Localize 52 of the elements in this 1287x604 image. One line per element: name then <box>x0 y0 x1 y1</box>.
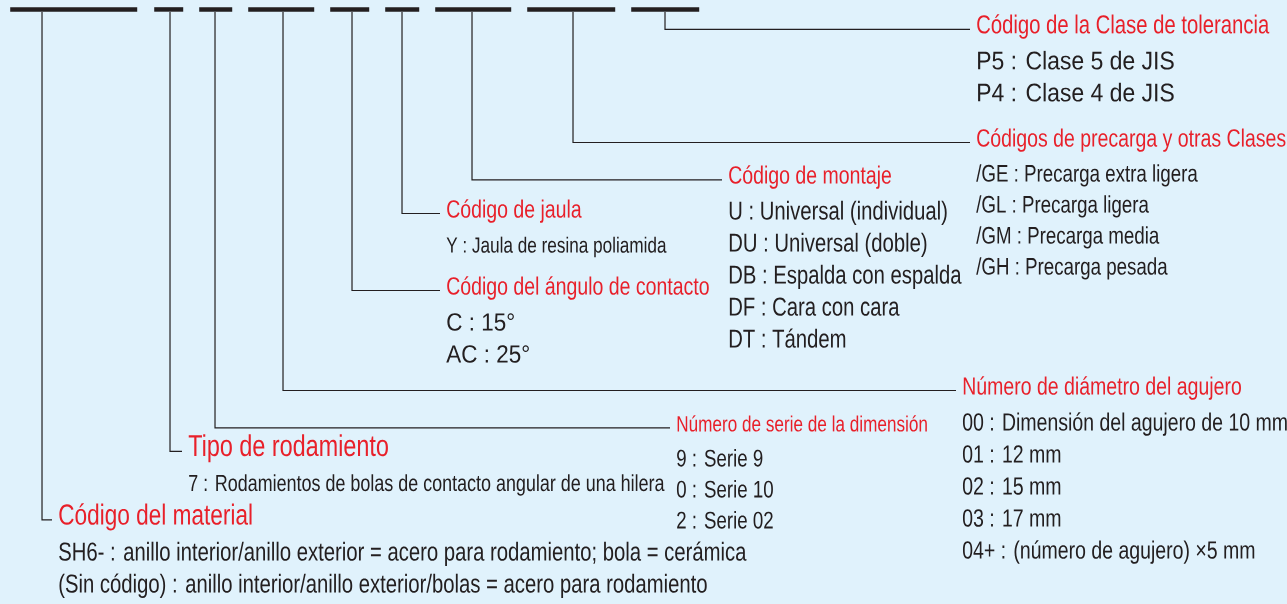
heading: Número de diámetro del agujero <box>963 376 1241 400</box>
leader-line <box>351 11 441 292</box>
code-bar <box>527 7 616 12</box>
code-bar <box>435 7 512 12</box>
code-description: /GL : Precarga ligera <box>976 195 1149 218</box>
leader-line <box>471 11 723 181</box>
code-bar <box>154 7 184 12</box>
code-description: P5 : Clase 5 de JIS <box>978 50 1174 70</box>
code-bar <box>385 7 420 12</box>
code-bar <box>248 7 315 12</box>
code-bar <box>631 7 700 12</box>
leader-line <box>282 11 957 392</box>
heading: Códigos de precarga y otras Clases <box>977 128 1286 152</box>
heading: Código de montaje <box>729 165 891 189</box>
code-description: 00 : Dimensión del agujero de 10 mm <box>963 412 1287 436</box>
leader-line <box>41 11 53 521</box>
heading: Tipo de rodamiento <box>188 434 388 463</box>
code-description: U : Universal (individual) <box>729 200 947 225</box>
code-description: P4 : Clase 4 de JIS <box>978 82 1174 102</box>
code-description: 02 : 15 mm <box>963 477 1061 495</box>
code-description: Y : Jaula de resina poliamida <box>446 236 667 258</box>
code-description: 7 : Rodamientos de bolas de contacto angular de una hilera <box>189 474 665 496</box>
code-description: 9 : Serie 9 <box>677 449 763 467</box>
code-description: AC : 25° <box>446 345 529 363</box>
leader-line <box>401 11 441 215</box>
code-description: DF : Cara con cara <box>729 297 900 316</box>
leader-line <box>664 11 971 30</box>
code-description: 03 : 17 mm <box>963 509 1061 527</box>
code-description: SH6- : anillo interior/anillo exterior = acero para rodamiento; bola = cerámica <box>59 541 747 566</box>
code-description: /GE : Precarga extra ligera <box>976 164 1198 187</box>
code-description: 01 : 12 mm <box>963 445 1061 463</box>
code-description: C : 15° <box>447 313 514 331</box>
heading: Código de jaula <box>447 199 582 223</box>
leader-line <box>214 11 671 429</box>
code-description: 04+ : (número de agujero) ×5 mm <box>963 540 1255 564</box>
code-description: /GH : Precarga pesada <box>976 257 1168 280</box>
code-description: /GM : Precarga media <box>976 226 1160 249</box>
code-description: 0 : Serie 10 <box>676 480 773 498</box>
leader-line <box>572 11 971 144</box>
heading: Código de la Clase de tolerancia <box>977 14 1270 39</box>
leader-line <box>169 11 183 452</box>
code-description: DB : Espalda con espalda <box>729 264 962 289</box>
code-description: 2 : Serie 02 <box>677 511 773 529</box>
code-bar <box>199 7 233 12</box>
heading: Código del ángulo de contacto <box>447 276 709 300</box>
code-description: DT : Tándem <box>729 328 846 348</box>
code-bar <box>330 7 370 12</box>
code-description: DU : Universal (doble) <box>729 232 927 257</box>
heading: Código del material <box>59 503 252 531</box>
code-description: (Sin código) : anillo interior/anillo exterior/bolas = acero para rodamiento <box>59 573 707 598</box>
code-bar <box>10 7 138 12</box>
heading: Número de serie de la dimensión <box>677 415 927 432</box>
